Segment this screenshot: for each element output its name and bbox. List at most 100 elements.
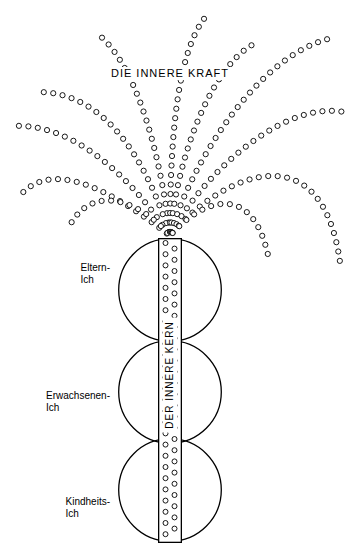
force-dot [55,177,60,182]
force-dot [173,192,178,197]
force-dot [275,123,280,128]
force-dot [136,192,141,197]
force-dot [256,175,261,180]
core-dot [172,504,177,509]
force-dot [172,201,177,206]
force-dot [211,85,216,90]
force-dot [315,40,320,45]
force-dot [307,43,312,48]
force-dot [99,198,104,203]
force-dot [185,50,190,55]
force-dot [182,59,187,64]
force-dot [320,109,325,114]
force-dot [168,172,173,177]
force-dot [275,64,280,69]
force-dot [222,163,227,168]
force-dot [147,127,152,132]
force-dot [102,159,107,164]
force-dot [229,112,234,117]
force-dot [82,206,87,211]
force-dot [176,223,181,228]
force-dot [168,191,173,196]
force-dot [247,90,252,95]
force-dot [46,177,51,182]
force-dot [182,155,187,160]
force-dot [157,203,162,208]
force-dot [329,108,334,113]
force-dot [208,176,213,181]
force-dot [169,153,174,158]
force-dot [254,83,259,88]
force-dot [267,128,272,133]
core-band: DER INNERE KERN [158,238,182,543]
force-dot [151,217,156,222]
force-dot [188,137,193,142]
core-dot [172,269,177,274]
force-dot [26,124,31,129]
force-dot [260,233,265,238]
force-dot [202,183,207,188]
force-dot [185,146,190,151]
force-dot [114,129,119,134]
force-dot [265,251,270,256]
core-dot [163,263,168,268]
force-dot [180,164,185,169]
force-dot [309,189,314,194]
core-dot [163,252,168,257]
force-dot [87,148,92,153]
force-dot [241,48,246,53]
force-dot [152,145,157,150]
force-dot [118,200,123,205]
force-dot [75,212,80,217]
force-dot [215,169,220,174]
core-dot [172,526,177,531]
force-dot [112,49,117,54]
core-dot [163,465,168,470]
force-dot [227,202,232,207]
force-dot [218,127,223,132]
force-dot [141,109,146,114]
force-dot [170,230,175,235]
force-dot [126,144,131,149]
force-dot [44,127,49,132]
force-dot [92,186,97,191]
force-dot [184,217,189,222]
force-dot [336,249,341,254]
core-dot [172,493,177,498]
ego-state-label: Eltern- Ich [81,262,110,286]
force-dot [325,213,330,218]
force-dot [186,185,191,190]
force-dot [301,112,306,117]
force-dot [145,177,150,182]
force-dot [35,125,40,130]
force-dot [200,207,205,212]
force-dot [236,150,241,155]
force-dot [244,210,249,215]
force-dot [284,175,289,180]
force-dot [142,200,147,205]
force-dot [203,102,208,107]
core-dot [172,448,177,453]
core-dot [163,487,168,492]
core-dot [163,308,168,313]
force-dot [69,96,74,101]
force-dot [209,203,214,208]
core-dot [163,241,168,246]
force-dot [28,184,33,189]
force-dot [221,188,226,193]
force-dot [173,116,178,121]
force-dot [158,173,163,178]
force-dot [171,134,176,139]
force-dot [213,193,218,198]
force-dot [176,87,181,92]
force-dot [161,192,166,197]
force-dot [247,177,252,182]
force-dot [229,184,234,189]
force-dot [320,204,325,209]
force-dot [160,182,165,187]
force-dot [331,230,336,235]
force-dot [134,91,139,96]
core-dot [172,481,177,486]
force-dot [194,168,199,173]
